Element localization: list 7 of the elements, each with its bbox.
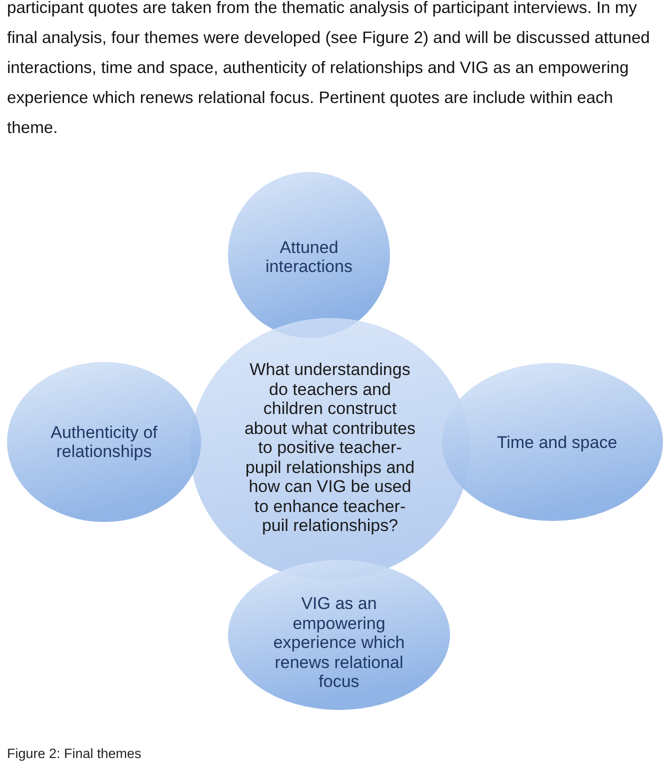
theme-label: VIG as an empowering experience which renews relational focus (272, 594, 406, 692)
theme-label: Time and space (496, 433, 618, 453)
figure-caption: Figure 2: Final themes (7, 746, 142, 761)
body-paragraph: participant quotes are taken from the thematic analysis of participant interviews. In my final analysis, four themes were developed (see Figure 2) and will be discussed attuned interactions, time and space, authenticity of relationships and VIG as an empowering experience which renews relational focus. Pertinent quotes are include within each theme. (7, 0, 651, 139)
theme-label: Attuned interactions (264, 238, 354, 276)
theme-label: Authenticity of relationships (50, 422, 158, 462)
research-question: What understandings do teachers and children construct about what contributes to positive teacher-pupil relationships and how can VIG be used to enhance teacher-puil relationships? (243, 360, 417, 536)
